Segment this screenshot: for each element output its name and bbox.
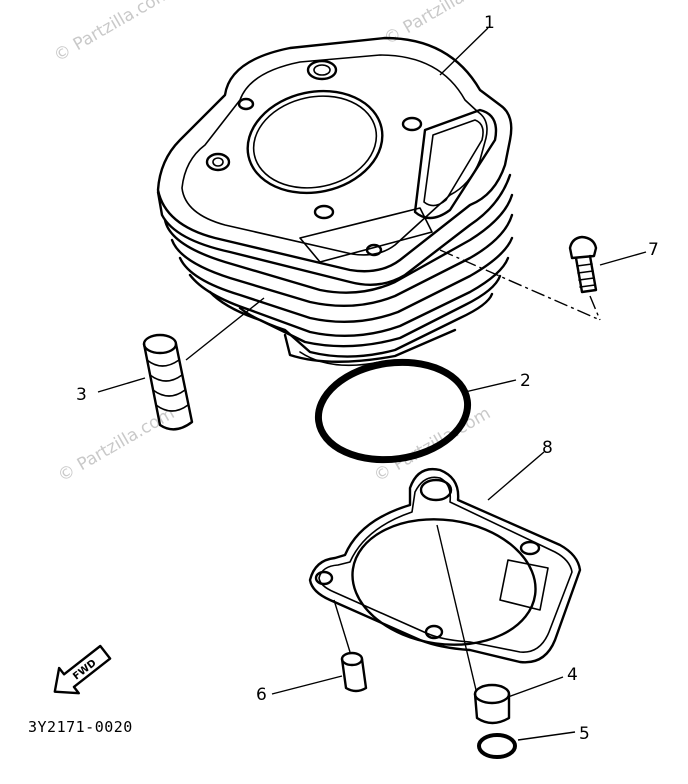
callout-5: 5 bbox=[579, 724, 590, 744]
watermarks: © Partzilla.com © Partzilla.com © Partzi… bbox=[51, 0, 505, 486]
o-ring-small bbox=[477, 733, 517, 759]
callout-8: 8 bbox=[542, 438, 553, 458]
callout-numbers: 1 2 3 4 5 6 7 8 bbox=[76, 13, 659, 744]
watermark-mid-right: © Partzilla.com bbox=[371, 403, 495, 486]
watermark-top-left: © Partzilla.com bbox=[51, 0, 175, 66]
callout-7: 7 bbox=[648, 240, 659, 260]
callout-1: 1 bbox=[484, 13, 495, 33]
base-gasket bbox=[308, 467, 582, 664]
callout-2: 2 bbox=[520, 371, 531, 391]
dowel-pin-lower bbox=[473, 683, 511, 725]
cylinder bbox=[156, 36, 514, 367]
callout-3: 3 bbox=[76, 385, 87, 405]
bolt bbox=[568, 235, 598, 294]
callout-4: 4 bbox=[567, 665, 578, 685]
forward-arrow-icon: FWD bbox=[53, 644, 112, 695]
dowel-pin-fuel bbox=[142, 333, 194, 431]
alignment-lines bbox=[185, 249, 601, 691]
o-ring-large bbox=[314, 358, 472, 464]
dowel-pin bbox=[340, 651, 368, 693]
callout-leaders bbox=[97, 27, 647, 741]
watermark-mid-left: © Partzilla.com bbox=[55, 403, 179, 486]
callout-6: 6 bbox=[256, 685, 267, 705]
diagram-code: 3Y2171-0020 bbox=[28, 718, 133, 736]
